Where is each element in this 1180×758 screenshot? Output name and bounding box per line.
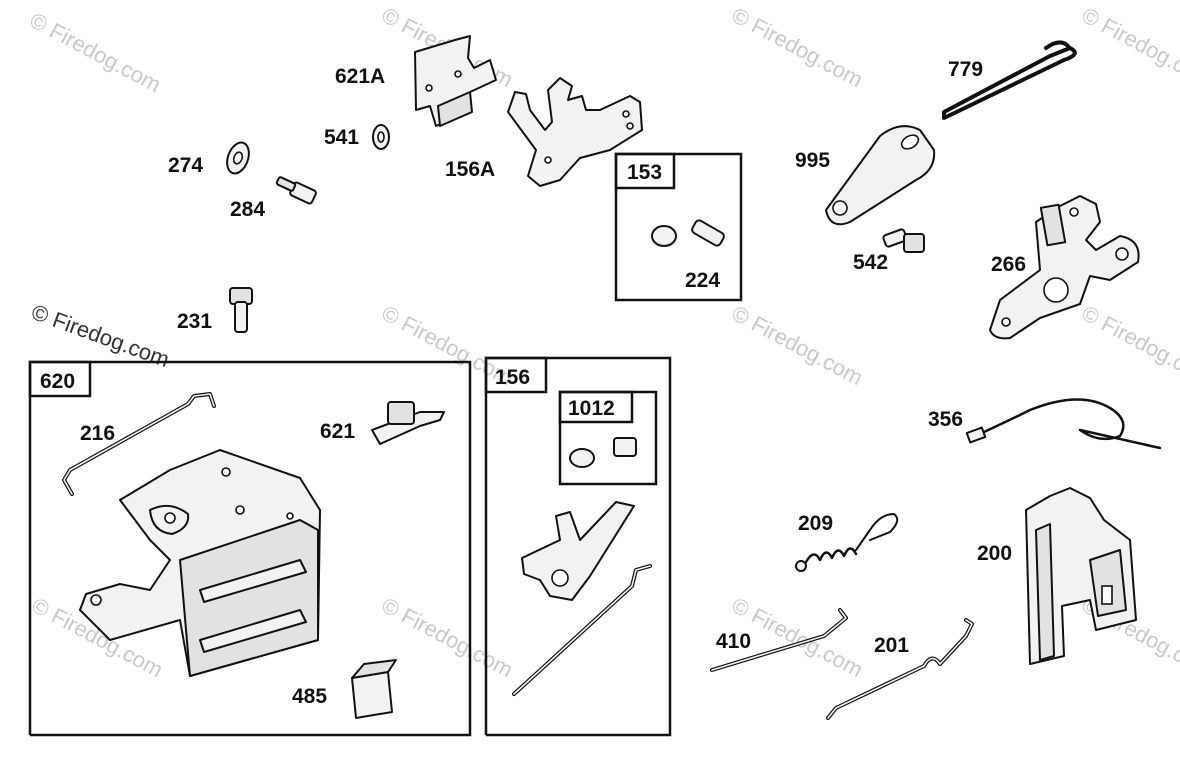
part-541 xyxy=(372,124,390,150)
part-216 xyxy=(62,392,216,496)
part-266 xyxy=(989,195,1140,340)
label-216: 216 xyxy=(80,422,115,445)
part-542 xyxy=(882,228,925,253)
part-231 xyxy=(229,287,253,333)
part-224-nut xyxy=(651,225,677,247)
part-995 xyxy=(825,125,936,226)
kit-620-label: 620 xyxy=(40,370,75,393)
part-621 xyxy=(371,401,445,445)
part-410 xyxy=(710,608,848,672)
watermark: © Firedog.com xyxy=(1078,2,1180,92)
watermark: © Firedog.com xyxy=(1078,300,1180,390)
label-201: 201 xyxy=(874,634,909,657)
kit-153-box: 153 224 xyxy=(614,152,743,302)
label-224: 224 xyxy=(685,269,720,292)
kit-153-label: 153 xyxy=(627,161,662,184)
kit-156-box: 156 1012 xyxy=(484,356,672,737)
label-266: 266 xyxy=(991,253,1026,276)
label-995: 995 xyxy=(795,149,830,172)
label-284: 284 xyxy=(230,198,265,221)
label-485: 485 xyxy=(292,685,327,708)
part-201 xyxy=(826,618,974,720)
part-485 xyxy=(351,659,397,719)
label-200: 200 xyxy=(977,542,1012,565)
part-156-lever xyxy=(521,501,635,601)
part-156a xyxy=(507,77,643,187)
kit-1012-label: 1012 xyxy=(568,397,615,420)
label-621a: 621A xyxy=(335,65,385,88)
label-209: 209 xyxy=(798,512,833,535)
control-bracket-assembly xyxy=(79,449,321,677)
part-284 xyxy=(275,176,317,205)
label-541: 541 xyxy=(324,126,359,149)
kit-156-label: 156 xyxy=(495,366,530,389)
label-779: 779 xyxy=(948,58,983,81)
label-356: 356 xyxy=(928,408,963,431)
label-621: 621 xyxy=(320,420,355,443)
part-1012-fastener xyxy=(569,448,595,468)
part-274 xyxy=(226,141,250,175)
label-542: 542 xyxy=(853,251,888,274)
part-200 xyxy=(1025,487,1137,665)
part-356 xyxy=(965,398,1162,450)
kit-620-box: 620 216 621 xyxy=(28,360,472,737)
part-621a xyxy=(414,35,497,127)
part-779 xyxy=(942,40,1077,120)
watermark: © Firedog.com xyxy=(728,2,867,92)
part-209 xyxy=(795,513,899,572)
watermark: © Firedog.com xyxy=(378,592,517,682)
part-1012-clip xyxy=(613,437,637,457)
watermark: © Firedog.com xyxy=(26,7,165,97)
label-156a: 156A xyxy=(445,158,495,181)
label-274: 274 xyxy=(168,154,203,177)
watermark: © Firedog.com xyxy=(728,300,867,390)
part-224-screw xyxy=(691,219,725,247)
label-231: 231 xyxy=(177,310,212,333)
label-410: 410 xyxy=(716,630,751,653)
